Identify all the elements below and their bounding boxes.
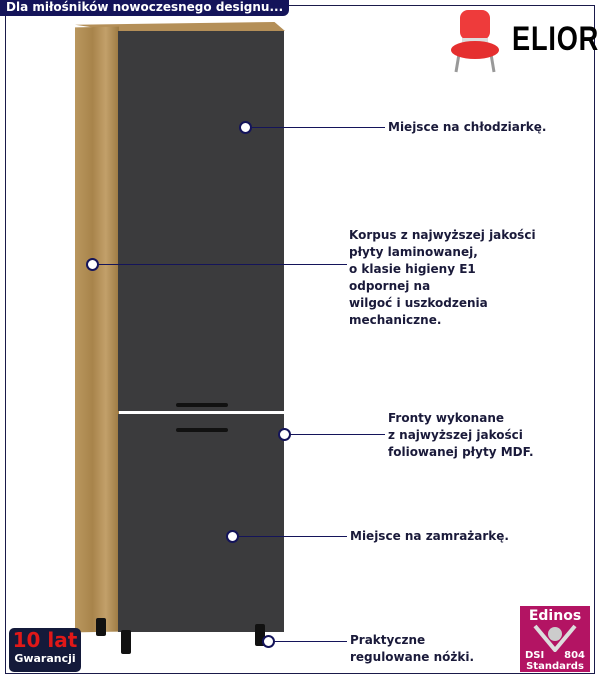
callout-body: Korpus z najwyższej jakości płyty lamino… <box>349 228 536 327</box>
brand-name: ELIOR <box>512 20 600 58</box>
callout-fridge: Miejsce na chłodziarkę. <box>388 120 547 134</box>
leg <box>96 618 106 636</box>
warranty-years: 10 lat <box>12 628 78 652</box>
chair-logo-icon <box>451 10 499 73</box>
callout-line <box>97 264 347 265</box>
cert-v-icon <box>533 624 577 654</box>
handle <box>176 428 228 432</box>
callout-fronts: Fronty wykonane z najwyższej jakości fol… <box>388 411 534 459</box>
cabinet-side <box>75 26 119 633</box>
freezer-door <box>118 414 284 632</box>
cert-name: Edinos <box>528 608 582 624</box>
warranty-badge: 10 lat Gwarancji <box>9 628 81 672</box>
frame <box>5 5 595 674</box>
handle <box>176 403 228 407</box>
leg <box>255 624 265 646</box>
certification-badge: Edinos DSI 804 Standards <box>520 606 590 672</box>
fridge-door <box>118 31 284 411</box>
leg <box>121 630 131 654</box>
cert-right: 804 <box>564 650 585 661</box>
callout-line <box>289 434 385 435</box>
callout-legs: Praktyczne regulowane nóżki. <box>350 633 475 664</box>
callout-freezer: Miejsce na zamrażarkę. <box>350 529 509 543</box>
cert-left: DSI <box>525 650 545 661</box>
tagline: Dla miłośników nowoczesnego designu... <box>0 0 290 16</box>
callout-line <box>273 641 347 642</box>
warranty-label: Gwarancji <box>14 652 76 665</box>
cabinet-top <box>75 22 285 31</box>
callout-line <box>237 536 347 537</box>
callout-line <box>250 127 385 128</box>
cert-bottom: Standards <box>526 661 584 672</box>
